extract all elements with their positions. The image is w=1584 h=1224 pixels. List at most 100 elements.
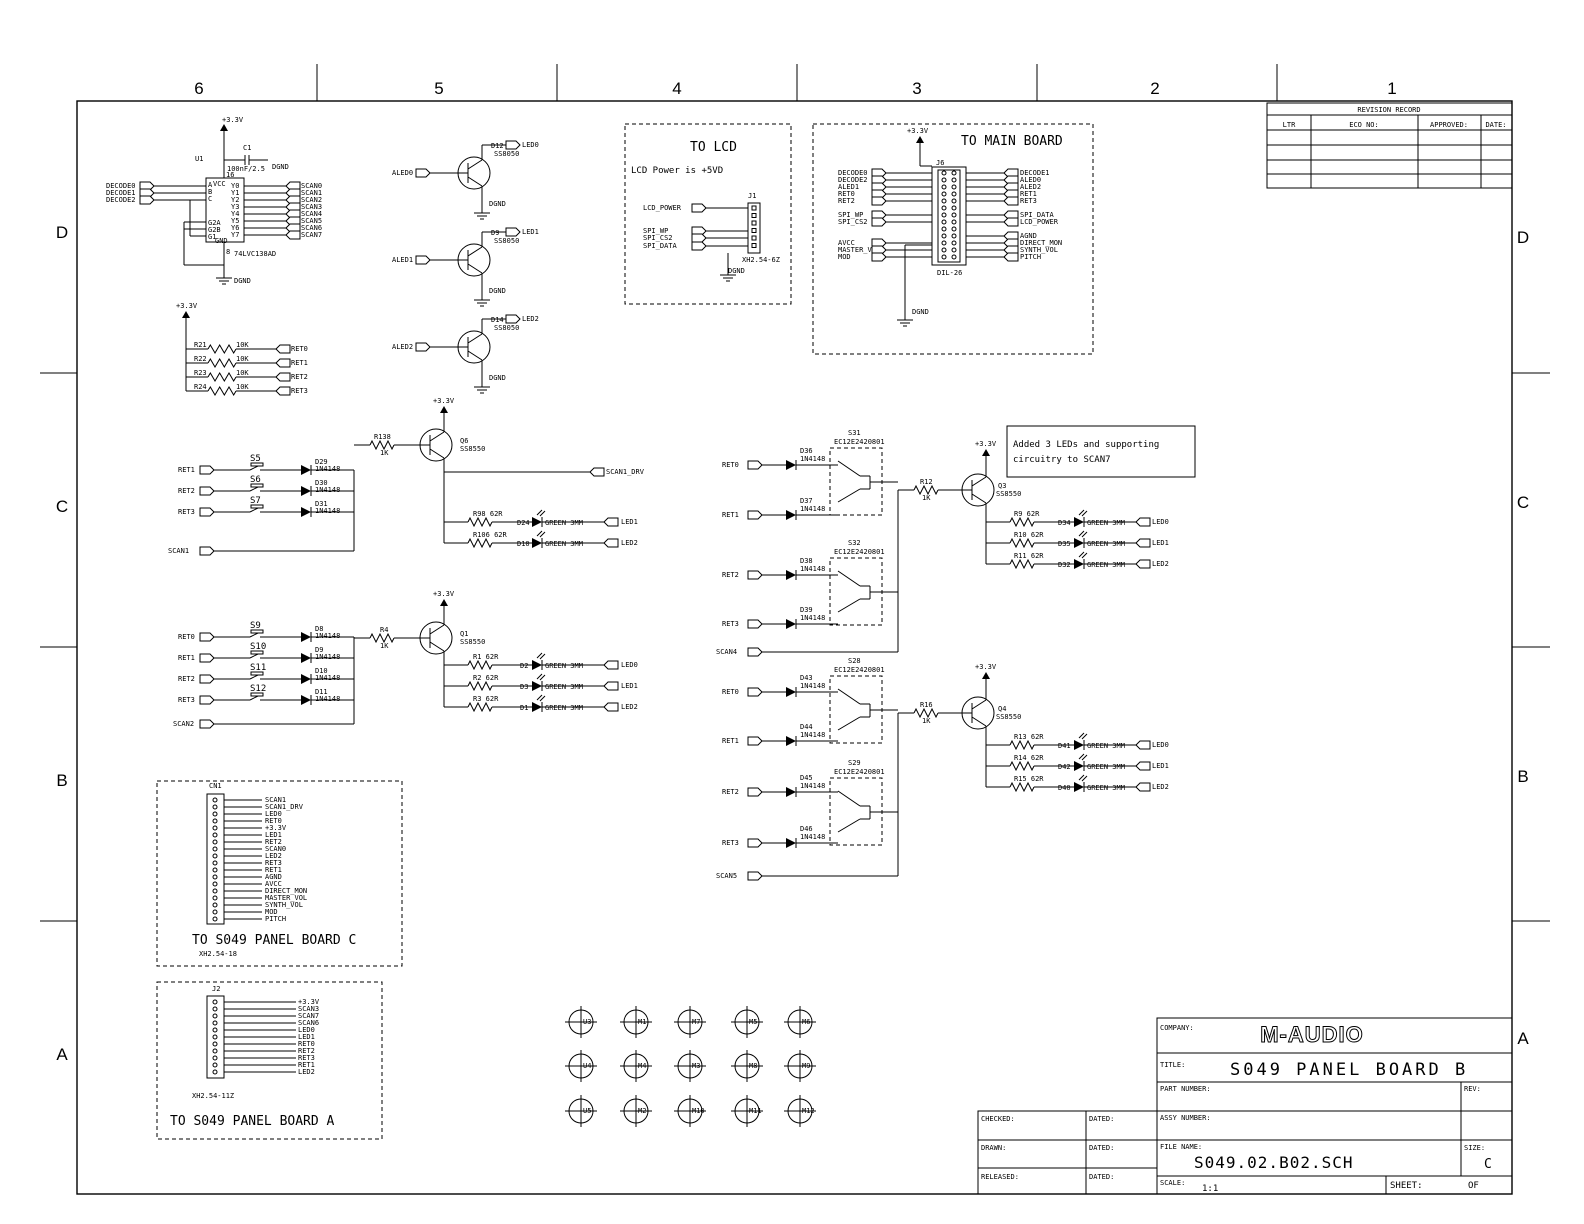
net-label: LED1 [1152, 539, 1169, 547]
led-ref: D34 [1058, 519, 1071, 527]
net-port [747, 619, 763, 629]
encoder-ref: S28 [848, 657, 861, 665]
npn-transistor [457, 330, 491, 364]
connector-pin [212, 818, 218, 824]
ground-label: DGND [912, 308, 929, 316]
row-label: C [1517, 493, 1529, 512]
diode-part: 1N4148 [315, 674, 340, 682]
led [532, 652, 546, 670]
mounting-hole-label: M4 [638, 1062, 646, 1070]
connector-pin [212, 832, 218, 838]
net-port [747, 736, 763, 746]
net-label: LED0 [621, 661, 638, 669]
led-resistor [467, 537, 493, 549]
pnp-transistor [961, 473, 995, 507]
u1-output-net: SCAN0 [301, 182, 322, 190]
diode-ref: D38 [800, 557, 813, 565]
mounting-hole-label: M1 [638, 1018, 646, 1026]
switch-diode [301, 674, 312, 684]
power-arrow [440, 599, 448, 606]
diode-ref: D10 [315, 667, 328, 675]
connector-pin [941, 240, 947, 246]
to-lcd-section: TO LCD LCD Power is +5VD J1 LCD_POWERSPI… [624, 123, 792, 305]
net-label: LCD_POWER [1020, 218, 1059, 226]
u1-ref: U1 [195, 155, 203, 163]
net-port [691, 233, 707, 243]
led [1074, 509, 1088, 527]
net-port [747, 647, 763, 657]
net-port [199, 653, 215, 663]
led-ref: D10 [517, 540, 530, 548]
connector-pin [941, 254, 947, 260]
u1-pin-gnd: GND [215, 237, 228, 245]
file-name: S049.02.B02.SCH [1194, 1153, 1354, 1172]
net-label: RET1 [178, 466, 195, 474]
net-label: SCAN1 [265, 796, 286, 804]
mounting-hole-label: M6 [802, 1018, 810, 1026]
resistor-value: 1K [380, 642, 389, 650]
net-label: RET1 [291, 359, 308, 367]
diode-part: 1N4148 [800, 682, 825, 690]
row-label: A [1517, 1029, 1529, 1048]
led-resistor [467, 659, 493, 671]
switch-ref: S5 [250, 454, 261, 464]
net-label: +3.3V [298, 998, 320, 1006]
row-label: C [56, 497, 68, 516]
net-port [691, 241, 707, 251]
connector-pin [212, 1062, 218, 1068]
to-panel-board-c-section: CN1 SCAN1SCAN1_DRVLED0RET0+3.3VLED1RET2S… [156, 780, 403, 967]
connector-ref: CN1 [209, 782, 222, 790]
switch-actuator [250, 692, 264, 697]
net-port [871, 196, 887, 206]
transistor-ref: D12 [491, 142, 504, 150]
dated-label: DATED: [1089, 1173, 1114, 1181]
scale-value: 1:1 [1202, 1184, 1218, 1194]
net-port [199, 695, 215, 705]
u1-output-port [285, 230, 301, 240]
led-resistor [1009, 739, 1035, 751]
base-resistor [913, 707, 939, 719]
u1-pin-c: C [208, 195, 212, 203]
connector-pin [951, 226, 957, 232]
diode-ref: D9 [315, 646, 323, 654]
led-ref: D42 [1058, 763, 1071, 771]
led-part: GREEN 3MM [1087, 742, 1125, 750]
net-port [603, 538, 619, 548]
u1-output-pin: Y6 [231, 224, 239, 232]
u1-output-net: SCAN4 [301, 210, 322, 218]
resistor-ref: R106 62R [473, 531, 508, 539]
resistor-value: 10K [236, 369, 249, 377]
ground-label: DGND [489, 374, 506, 382]
to-a-title: TO S049 PANEL BOARD A [170, 1114, 335, 1129]
net-port [415, 342, 431, 352]
resistor-value: 10K [236, 341, 249, 349]
mounting-hole-label: U4 [583, 1062, 591, 1070]
led-ref: D1 [520, 704, 528, 712]
pullup-resistor [207, 344, 237, 354]
column-label: 1 [1387, 79, 1396, 98]
connector-pin [941, 233, 947, 239]
connector-pin [751, 243, 757, 248]
net-label: RET0 [291, 345, 308, 353]
row-label: D [1517, 228, 1529, 247]
revision-title: REVISION RECORD [1357, 106, 1420, 114]
column-label: 3 [912, 79, 921, 98]
switch-ref: S11 [250, 663, 266, 673]
connector-ref: J2 [212, 985, 220, 993]
transistor-part: SS8050 [494, 150, 519, 158]
net-port [1135, 761, 1151, 771]
ground-symbol [474, 386, 490, 394]
revision-record: REVISION RECORD LTR ECO NO: APPROVED: DA… [1266, 102, 1513, 189]
net-label: ALED2 [1020, 183, 1041, 191]
resistor-ref: R1 62R [473, 653, 499, 661]
size-label: SIZE: [1464, 1144, 1485, 1152]
power-arrow [982, 672, 990, 679]
power-arrow [982, 449, 990, 456]
diode-part: 1N4148 [315, 486, 340, 494]
net-label: LED1 [298, 1033, 315, 1041]
net-port [691, 203, 707, 213]
net-label: AGND [1020, 232, 1037, 240]
connector-pin [941, 170, 947, 176]
net-label: RET3 [722, 839, 739, 847]
